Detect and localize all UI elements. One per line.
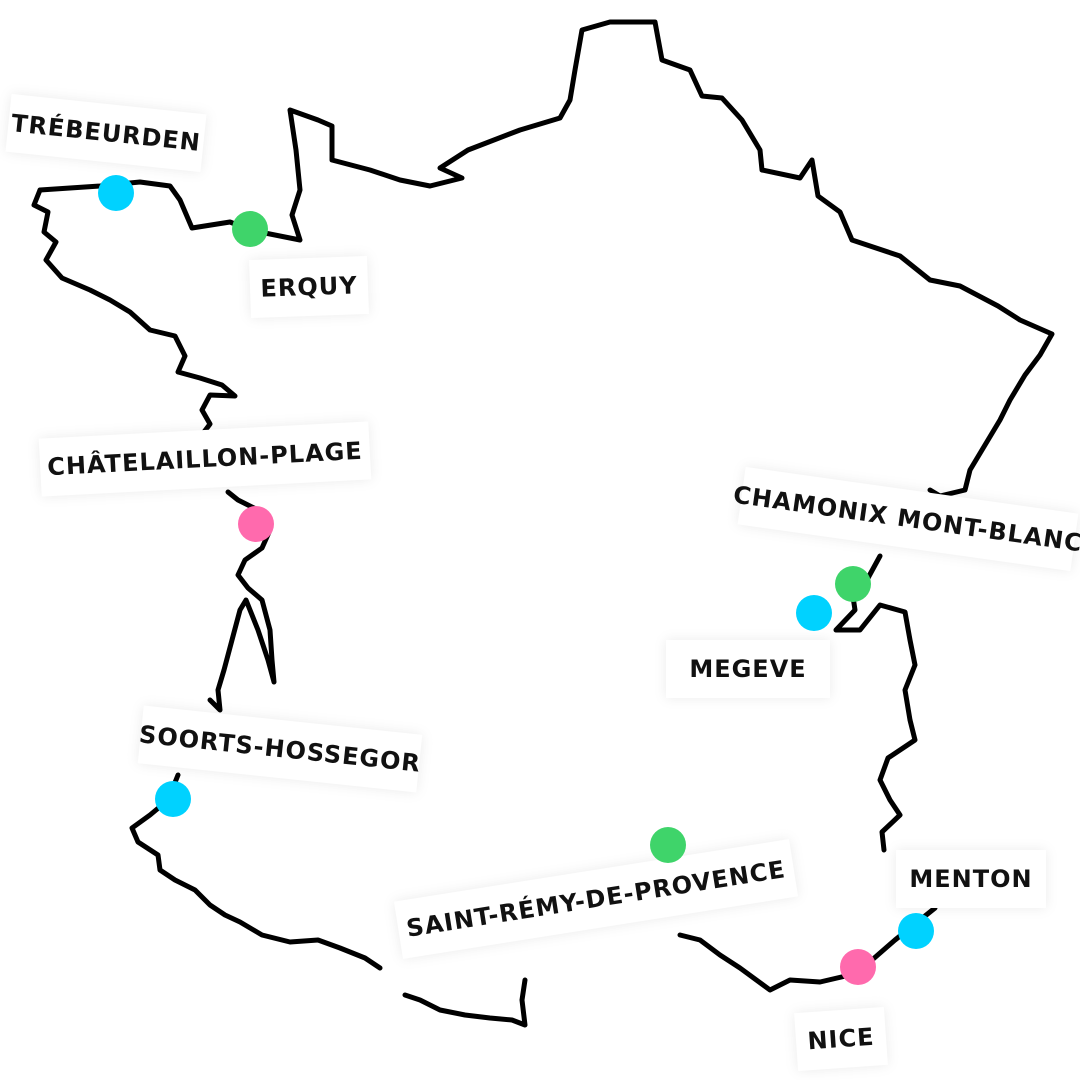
marker-tr-beurden[interactable] xyxy=(98,175,134,211)
label-erquy: ERQUY xyxy=(249,255,369,319)
france-outline-alps xyxy=(833,553,918,853)
label-ch-telaillon-plage: CHÂTELAILLON-PLAGE xyxy=(38,421,372,497)
label-tr-beurden: TRÉBEURDEN xyxy=(5,93,207,173)
france-outline-west xyxy=(31,187,238,443)
label-background xyxy=(393,839,799,959)
marker-erquy[interactable] xyxy=(232,211,268,247)
label-background xyxy=(666,640,830,698)
france-outline xyxy=(37,19,1055,499)
label-background xyxy=(737,466,1079,572)
marker-menton[interactable] xyxy=(898,913,934,949)
marker-ch-telaillon-plage[interactable] xyxy=(238,506,274,542)
label-background xyxy=(249,255,369,319)
place-name: NICE xyxy=(807,1023,876,1056)
label-megeve: MEGEVE xyxy=(666,640,830,698)
label-chamonix-mont-blanc: CHAMONIX MONT-BLANC xyxy=(732,466,1080,572)
france-outline-riviera xyxy=(677,905,938,993)
label-background xyxy=(38,421,372,497)
label-soorts-hossegor: SOORTS-HOSSEGOR xyxy=(137,705,423,793)
marker-saint-r-my-de-provence[interactable] xyxy=(650,827,686,863)
label-menton: MENTON xyxy=(896,850,1046,908)
marker-nice[interactable] xyxy=(840,949,876,985)
label-saint-r-my-de-provence: SAINT-RÉMY-DE-PROVENCE xyxy=(393,839,799,959)
label-nice: NICE xyxy=(794,1006,888,1072)
place-name: MEGEVE xyxy=(689,655,806,683)
label-background xyxy=(794,1006,888,1072)
label-background xyxy=(5,93,207,173)
label-background xyxy=(896,850,1046,908)
marker-megeve[interactable] xyxy=(796,595,832,631)
place-name: MENTON xyxy=(909,865,1032,893)
marker-soorts-hossegor[interactable] xyxy=(155,781,191,817)
label-background xyxy=(137,705,423,793)
france-outline-pyrenees xyxy=(402,977,528,1028)
marker-chamonix-mont-blanc[interactable] xyxy=(835,566,871,602)
place-name: ERQUY xyxy=(260,271,358,302)
france-outline-southwest xyxy=(129,772,383,971)
